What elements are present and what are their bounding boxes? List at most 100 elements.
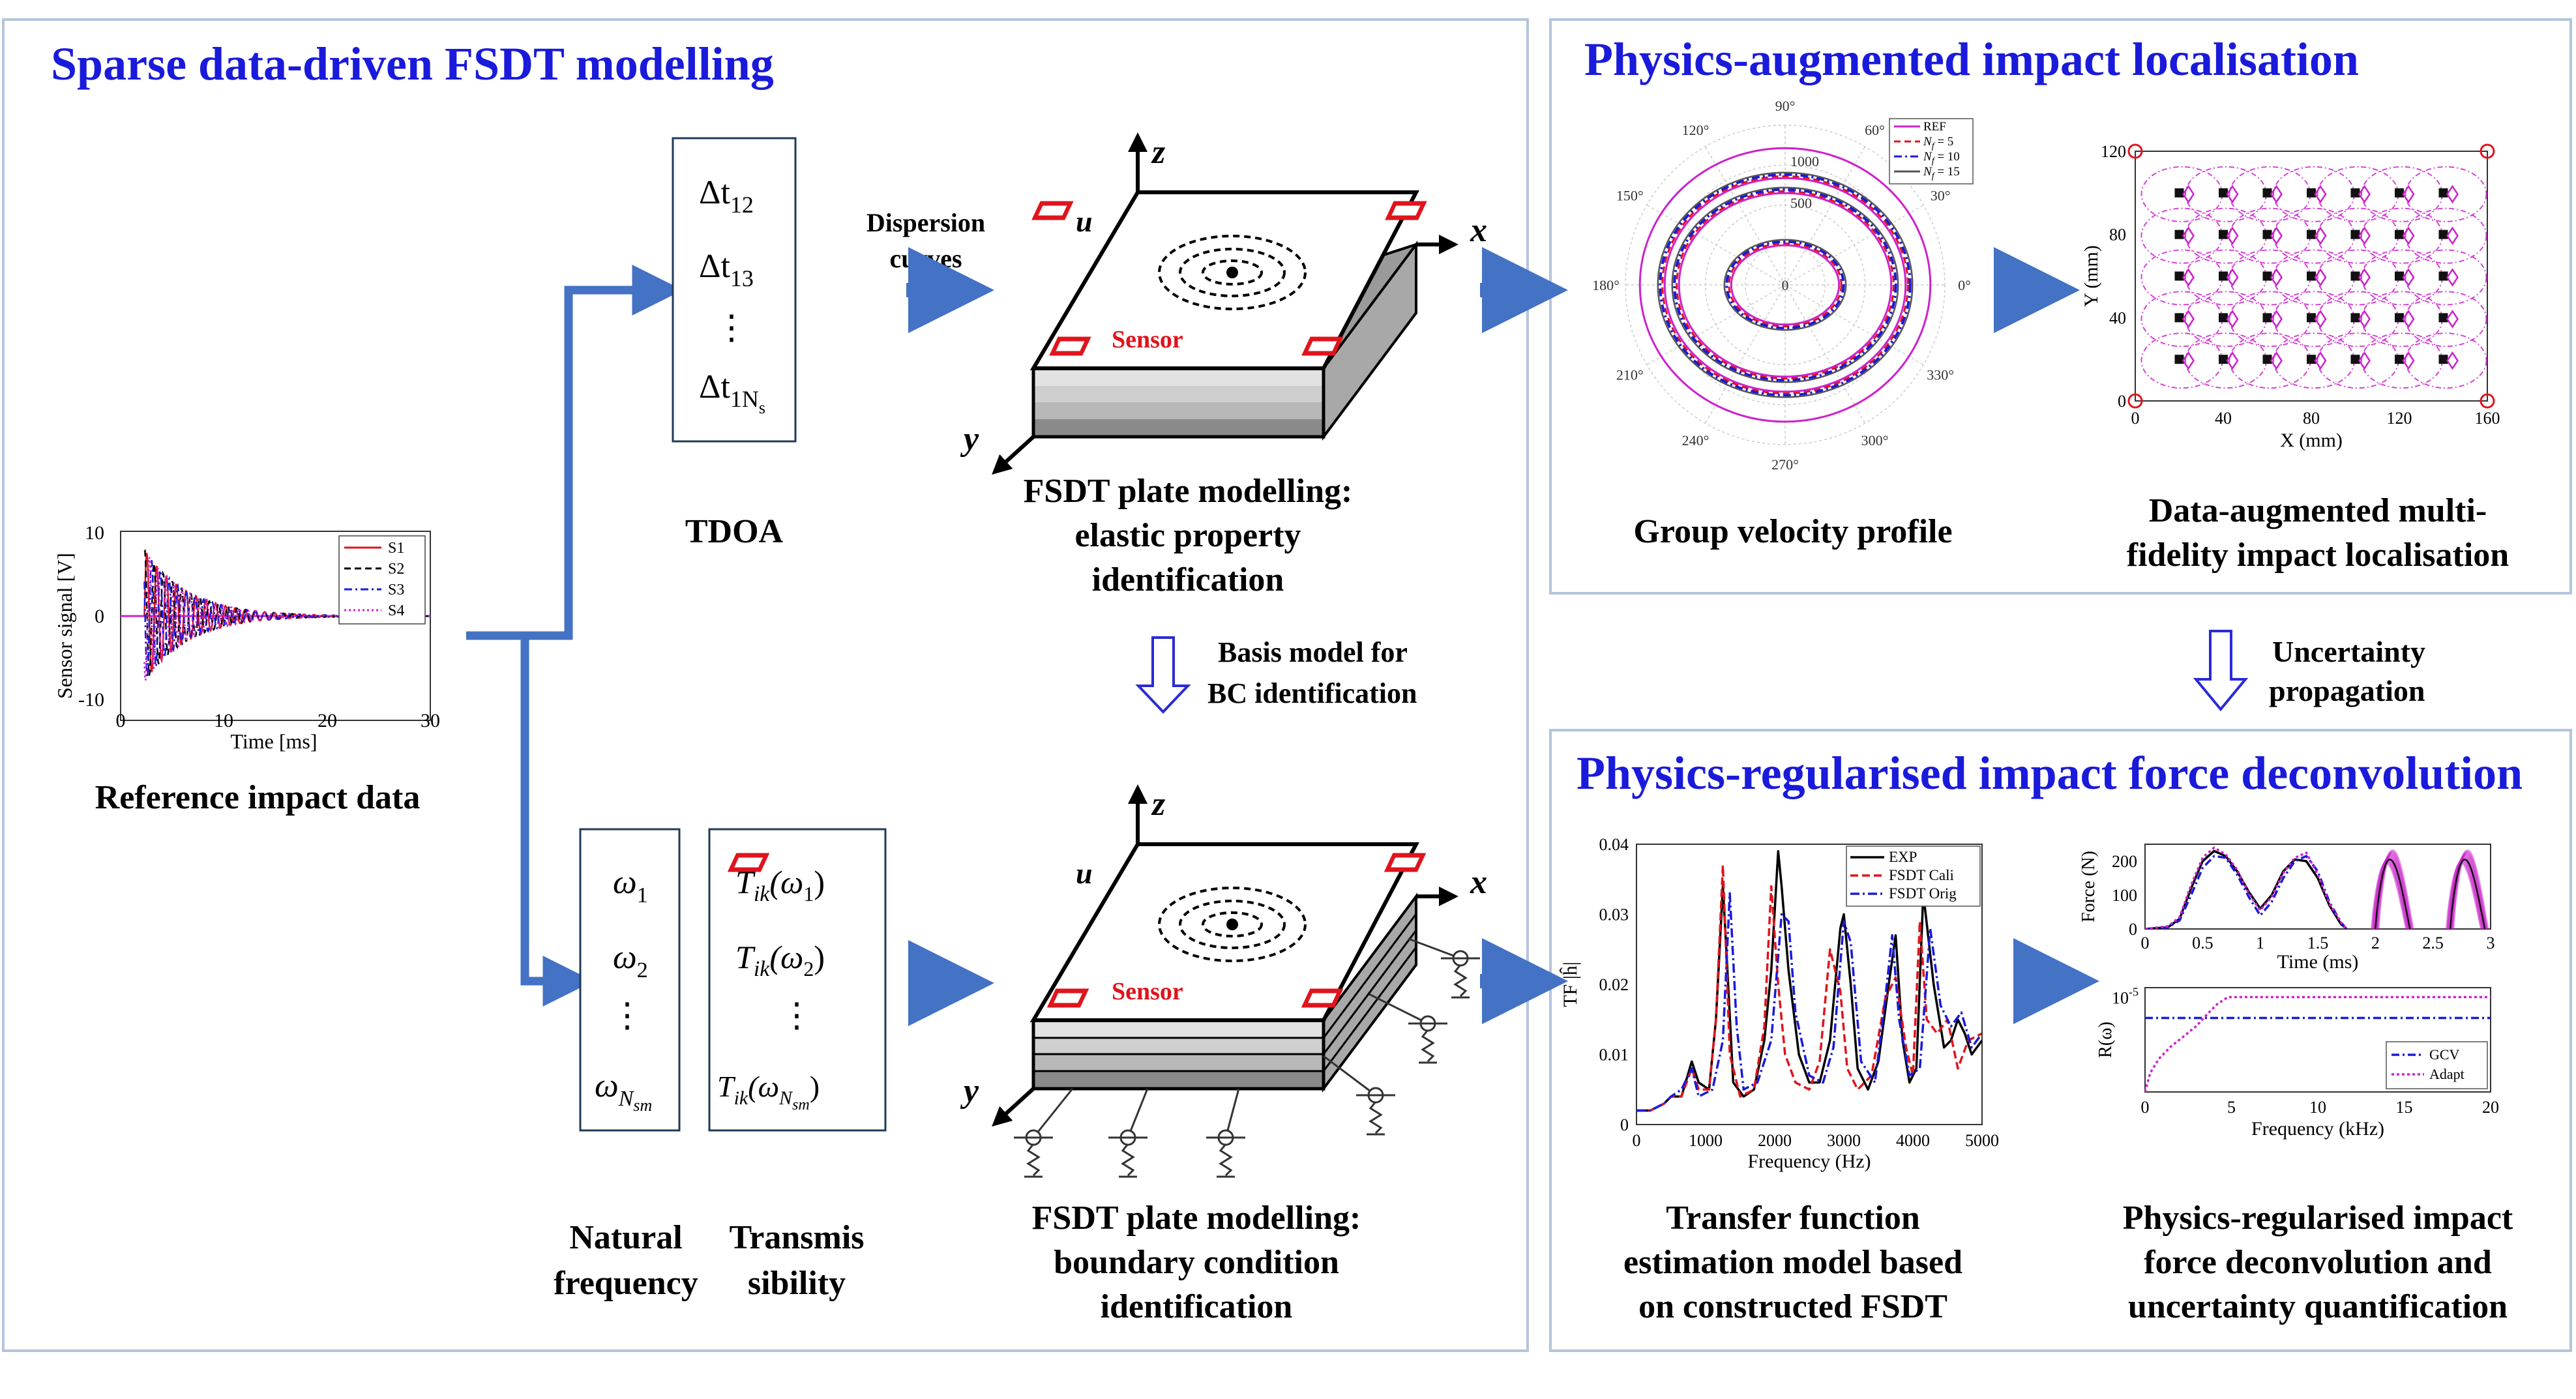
scatter-estimate-8 [2226, 226, 2239, 245]
tf-ytick-0.03: 0.03 [1599, 906, 1629, 924]
polar-angle-label-300: 300° [1861, 432, 1889, 449]
scatter-impact-point-34 [2438, 355, 2448, 364]
tf-series-group [1636, 850, 1982, 1112]
scatter-estimate-9 [2270, 226, 2283, 245]
plate1-u-label: u [1076, 205, 1093, 238]
tf-xtick-0: 0 [1633, 1131, 1641, 1150]
plate-elastic: Sensor z x y u [960, 132, 1487, 475]
plate2-right-layer-3 [1322, 947, 1417, 1072]
scatter-impact-point-17 [2307, 271, 2316, 281]
trans-row-2: Tik(ω2) [735, 939, 825, 981]
tf-xtick-5000: 5000 [1965, 1131, 1999, 1150]
branch-connector [466, 265, 683, 1007]
left-panel [2, 18, 1529, 1352]
plate1-strip-2 [1033, 386, 1324, 402]
fsdt1-label-line1: FSDT plate modelling: [1024, 473, 1353, 510]
sensor-legend-label-s4: S4 [388, 602, 404, 619]
scatter-sensor-1 [2480, 393, 2495, 409]
tf-legend-label-2: FSDT Orig [1889, 885, 1957, 902]
spring-coil-5 [1453, 964, 1468, 997]
reg-xtick-15: 15 [2396, 1098, 2413, 1117]
plate1-sensor-br [1301, 336, 1344, 356]
plate1-strip-4 [1033, 419, 1324, 437]
force-ensemble-0-9 [2376, 849, 2414, 929]
tf-xtick-3000: 3000 [1827, 1131, 1861, 1150]
polar-contour-1-3 [1657, 171, 1914, 398]
tdoa-row-2: Δt13 [699, 248, 754, 291]
scatter-impact-point-16 [2262, 271, 2272, 281]
polar-contour-2-1 [1676, 190, 1895, 380]
tdoa-dots: ⋮ [715, 310, 748, 347]
scatter-estimate-2 [2270, 184, 2283, 204]
reg-legend-box [2386, 1041, 2488, 1089]
scatter-impact-point-23 [2262, 313, 2272, 323]
scatter-ytick-0: 0 [2118, 392, 2126, 411]
scatter-impact-point-26 [2395, 313, 2404, 323]
polar-legend-label-1: Nf = 5 [1923, 135, 1953, 151]
force-ensemble-1-2 [2447, 859, 2484, 929]
scatter-impact-point-29 [2219, 355, 2228, 364]
spring-coil-3 [1369, 1101, 1383, 1134]
scatter-ytick-40: 40 [2109, 308, 2126, 327]
polar-contour-3-0 [1730, 244, 1841, 326]
plate2-x-label: x [1470, 864, 1487, 901]
scatter-impact-point-0 [2174, 188, 2184, 198]
polar-origin-label: 0 [1782, 277, 1789, 293]
omega-row-2: ω2 [613, 939, 648, 982]
plate2-wave-ring-2 [1179, 900, 1286, 949]
plate1-z-label: z [1151, 134, 1166, 171]
spring-coil-0 [1026, 1143, 1041, 1177]
force-ensemble-1-8 [2451, 850, 2489, 929]
reg-line-adapt [2144, 995, 2491, 1093]
scatter-impact-point-28 [2174, 355, 2184, 364]
polar-contour-1-2 [1659, 173, 1912, 397]
scatter-estimate-12 [2402, 226, 2415, 245]
scatter-uncertainty-ellipse-20 [2405, 249, 2487, 306]
tf-label-line1: Transfer function [1666, 1200, 1920, 1237]
trans-row-1: Tik(ω1) [735, 864, 825, 906]
polar-spoke-240 [1704, 284, 1786, 424]
scatter-estimate-28 [2182, 351, 2195, 370]
force-xtick-0.5: 0.5 [2192, 934, 2213, 952]
scatter-impact-point-24 [2307, 313, 2316, 323]
tf-label-line2: estimation model based [1623, 1244, 1962, 1281]
scatter-impact-point-27 [2438, 313, 2448, 323]
tdoa-box [672, 137, 797, 443]
sensor-wave-s4 [143, 557, 430, 681]
tf-ytick-0.02: 0.02 [1599, 975, 1629, 994]
force-ensemble-0-8 [2376, 850, 2414, 929]
polar-legend-label-2: Nf = 10 [1923, 150, 1960, 166]
scatter-impact-point-1 [2219, 188, 2228, 198]
scatter-estimate-26 [2402, 310, 2415, 329]
plate-boundary: Sensor z x y u [727, 784, 1487, 1178]
scatter-xtick-120: 120 [2387, 409, 2412, 428]
plate2-y-axis [992, 1087, 1035, 1127]
force-xtick-1.5: 1.5 [2307, 934, 2329, 952]
sensor-legend-box [338, 535, 426, 625]
scatter-estimate-18 [2358, 268, 2371, 287]
scatter-estimate-10 [2314, 226, 2327, 245]
tf-line-fsdt-orig [1636, 892, 1982, 1112]
scatter-impact-point-14 [2174, 271, 2184, 281]
scatter-impact-point-18 [2350, 271, 2360, 281]
scatter-impact-point-5 [2395, 188, 2404, 198]
sensor-wave-s3 [143, 560, 430, 678]
sensor-ytick-0: 0 [95, 606, 104, 627]
reg-legend-label-1: Adapt [2429, 1066, 2465, 1082]
plate2-right-layer-1 [1322, 913, 1417, 1038]
scatter-uncertainty-ellipse-34 [2405, 332, 2487, 389]
scatter-estimate-24 [2314, 310, 2327, 329]
polar-angle-label-150: 150° [1616, 188, 1644, 204]
polar-angle-label-330: 330° [1927, 367, 1954, 383]
tf-ytick-0.01: 0.01 [1599, 1046, 1629, 1065]
pr-label-line2: force deconvolution and [2144, 1244, 2492, 1281]
scatter-estimate-20 [2446, 268, 2459, 287]
scatter-ytick-80: 80 [2109, 226, 2126, 244]
branch-arrow-top [466, 265, 683, 640]
sensor-ytick-minus10: -10 [78, 689, 104, 711]
plate2-u-label: u [1076, 857, 1093, 890]
polar-spoke-210 [1646, 284, 1786, 366]
scatter-sensor-0 [2127, 393, 2143, 409]
force-ytick-200: 200 [2112, 852, 2137, 871]
